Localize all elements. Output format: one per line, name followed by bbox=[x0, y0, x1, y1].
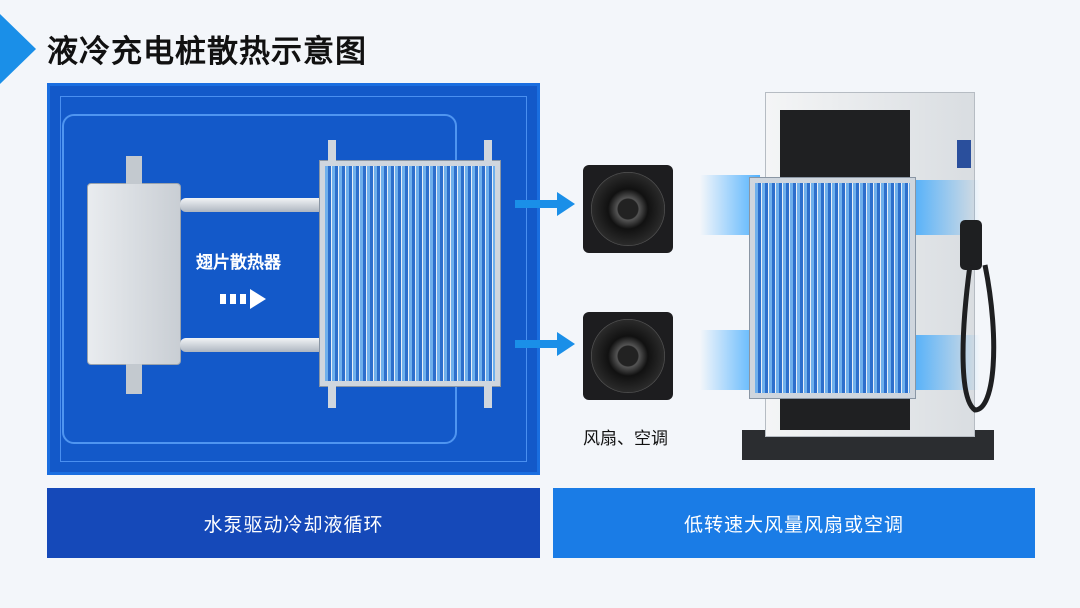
pile-radiator bbox=[750, 178, 915, 398]
title-chevron-decoration bbox=[0, 14, 36, 84]
radiator-bracket bbox=[328, 386, 336, 408]
pump-top-fitting bbox=[126, 156, 142, 184]
liquid-cooling-illustration bbox=[47, 83, 540, 475]
fan-label: 风扇、空调 bbox=[583, 429, 668, 449]
panel-border bbox=[60, 96, 527, 462]
upper-pipe bbox=[180, 198, 325, 212]
fin-radiator bbox=[320, 161, 500, 386]
radiator-bracket bbox=[484, 386, 492, 408]
status-screen bbox=[957, 140, 971, 168]
airflow-glow bbox=[910, 335, 980, 390]
flow-arrow-icon bbox=[220, 289, 266, 309]
radiator-bracket bbox=[484, 140, 492, 162]
page-title: 液冷充电桩散热示意图 bbox=[47, 34, 367, 70]
lower-pipe bbox=[180, 338, 325, 352]
fan-icon bbox=[583, 165, 673, 253]
pump-caption-bar: 水泵驱动冷却液循环 bbox=[47, 488, 540, 558]
fan-caption-bar: 低转速大风量风扇或空调 bbox=[553, 488, 1035, 558]
charging-cable bbox=[960, 264, 997, 413]
radiator-bracket bbox=[328, 140, 336, 162]
airflow-arrow-icon bbox=[515, 332, 575, 356]
fan-icon bbox=[583, 312, 673, 400]
radiator-label: 翅片散热器 bbox=[196, 253, 281, 273]
pump-bottom-fitting bbox=[126, 364, 142, 394]
pump-box bbox=[87, 183, 181, 365]
airflow-arrow-icon bbox=[515, 192, 575, 216]
charging-gun bbox=[960, 220, 982, 270]
